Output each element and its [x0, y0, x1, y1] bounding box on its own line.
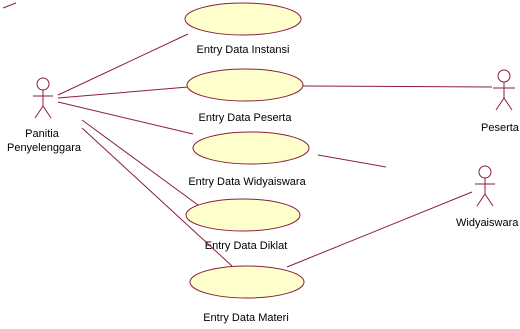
corner-mark	[2, 2, 17, 9]
actor-panitia-label-line1: Panitia	[25, 128, 60, 140]
usecase-ellipse	[192, 131, 310, 165]
usecase-label: Entry Data Widyaiswara	[188, 176, 306, 188]
usecase-entry-data-instansi: Entry Data Instansi	[184, 2, 302, 56]
actor-panitia-penyelenggara: Panitia Penyelenggara	[7, 77, 82, 154]
assoc-peserta-uc-peserta-actor	[302, 85, 493, 88]
assoc-panitia-widyaiswara-uc	[57, 101, 194, 135]
assoc-panitia-instansi	[57, 33, 189, 96]
usecase-ellipse	[184, 2, 302, 36]
assoc-widyaiswara-uc-widyaiswara-actor	[317, 154, 387, 168]
usecase-entry-data-widyaiswara: Entry Data Widyaiswara	[188, 131, 310, 188]
associations	[57, 33, 493, 268]
usecase-ellipse	[186, 68, 304, 102]
usecase-label: Entry Data Diklat	[205, 240, 288, 252]
usecase-label: Entry Data Peserta	[199, 112, 293, 124]
actor-left-leg	[476, 193, 486, 207]
assoc-materi-widyaiswara-actor	[286, 191, 473, 268]
usecase-entry-data-peserta: Entry Data Peserta	[186, 68, 304, 124]
usecase-ellipse	[185, 198, 301, 232]
actor-peserta: Peserta	[481, 69, 520, 134]
assoc-panitia-peserta-uc	[57, 86, 189, 99]
actor-peserta-label: Peserta	[481, 122, 520, 134]
actor-panitia-label-line2: Penyelenggara	[7, 142, 82, 154]
usecase-entry-data-materi: Entry Data Materi	[189, 265, 305, 324]
usecase-ellipse	[189, 265, 305, 299]
actor-widyaiswara: Widyaiswara	[456, 165, 519, 229]
usecase-entry-data-diklat: Entry Data Diklat	[185, 198, 301, 252]
actor-left-leg	[495, 97, 505, 111]
usecase-label: Entry Data Instansi	[197, 44, 290, 56]
actor-widyaiswara-label: Widyaiswara	[456, 217, 519, 229]
actor-head	[497, 69, 511, 83]
actor-right-leg	[503, 97, 513, 111]
actor-left-leg	[34, 105, 44, 119]
actor-head	[36, 77, 50, 91]
assoc-panitia-diklat	[81, 119, 199, 206]
usecase-label: Entry Data Materi	[203, 312, 289, 324]
actor-right-leg	[484, 193, 494, 207]
actor-right-leg	[42, 105, 52, 119]
actor-head	[478, 165, 492, 179]
assoc-panitia-materi	[81, 127, 233, 267]
